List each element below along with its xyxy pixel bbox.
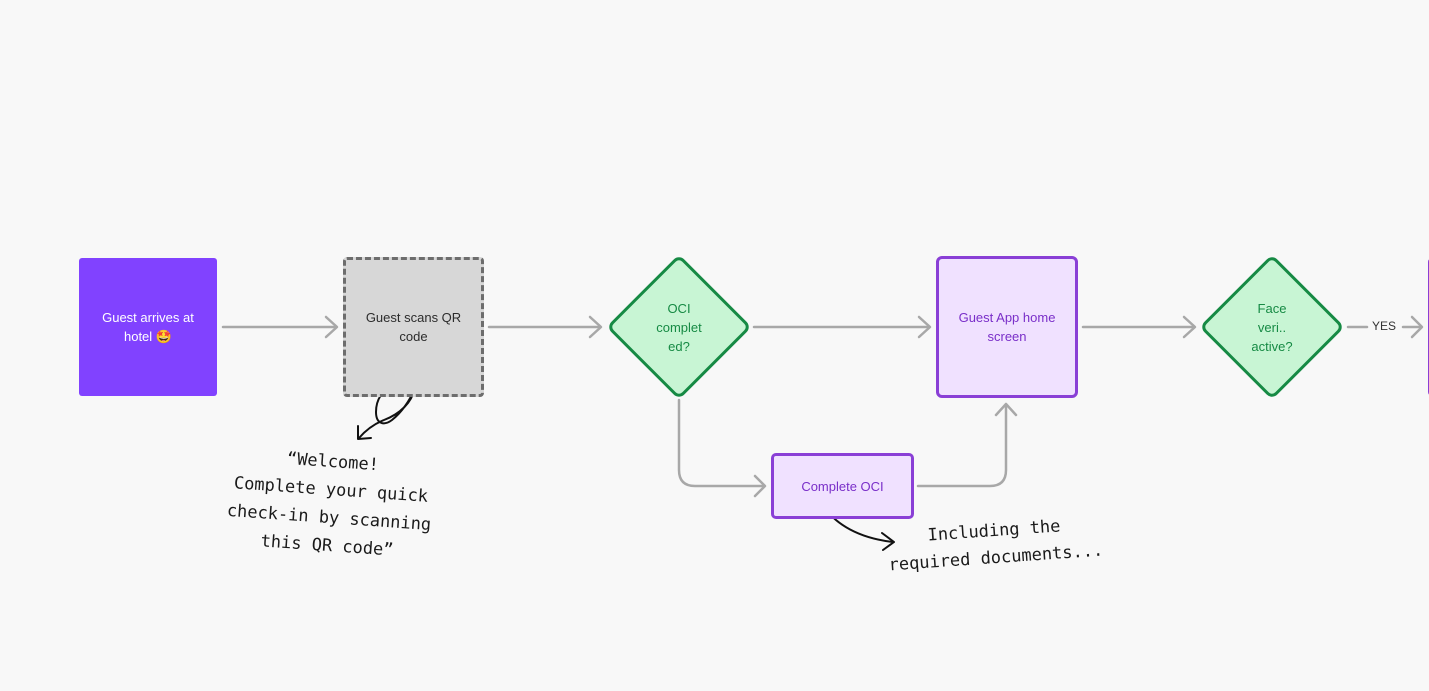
oci-decision-diamond[interactable] <box>608 256 749 397</box>
connector-start-to-scan <box>221 315 339 339</box>
handdrawn-arrow-welcome <box>357 388 415 440</box>
connector-scan-to-oci-decision <box>487 315 603 339</box>
scan-node-label: Guest scans QR code <box>365 310 462 344</box>
start-node-guest-arrives[interactable]: Guest arrives at hotel 🤩 <box>79 258 217 396</box>
start-node-label: Guest arrives at hotel 🤩 <box>102 310 194 344</box>
process-node-guest-app-home[interactable]: Guest App home screen <box>936 256 1078 398</box>
oci-decision-label: OCI complet ed? <box>656 300 702 354</box>
face-decision-diamond[interactable] <box>1201 256 1342 397</box>
connector-complete-oci-to-home <box>916 402 1018 488</box>
connector-face-decision-yes <box>1346 315 1424 339</box>
yes-edge-label: YES <box>1372 319 1397 333</box>
sticky-note-welcome: “Welcome! Complete your quick check-in b… <box>226 448 432 561</box>
connector-home-to-face-decision <box>1081 315 1197 339</box>
face-decision-label: Face veri.. active? <box>1251 300 1293 354</box>
connector-oci-decision-to-complete-oci <box>677 398 767 498</box>
process-node-guest-scans-qr[interactable]: Guest scans QR code <box>343 257 484 397</box>
complete-oci-label: Complete OCI <box>801 478 884 494</box>
home-node-label: Guest App home screen <box>958 310 1056 344</box>
connector-oci-decision-to-home <box>752 315 932 339</box>
process-node-complete-oci[interactable]: Complete OCI <box>771 453 914 519</box>
